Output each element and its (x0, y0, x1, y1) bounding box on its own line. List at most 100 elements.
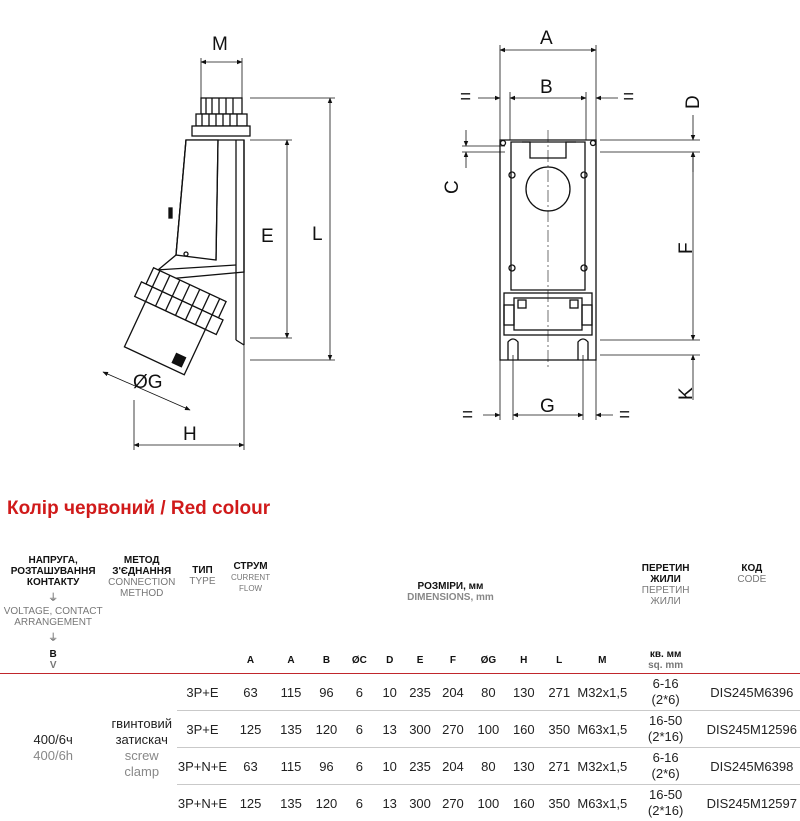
cell-type: 3P+N+E (177, 748, 228, 785)
header-voltage-ua: НАПРУГА, РОЗТАШУВАННЯ КОНТАКТУ (0, 555, 106, 588)
cell-section: 16-50 (2*16) (628, 785, 704, 821)
dim-label-eq-right-top: = (623, 87, 634, 108)
header-method-en: CONNECTION METHOD (106, 577, 177, 599)
unit-h: H (506, 647, 541, 674)
cell-f: 270 (435, 711, 470, 748)
cell-m: M32x1,5 (577, 674, 628, 711)
cell-g: 80 (471, 674, 506, 711)
header-code-en: CODE (704, 574, 800, 585)
header-type: ТИП TYPE (177, 553, 228, 647)
cell-h: 130 (506, 674, 541, 711)
cell-section-alt: (2*6) (628, 692, 704, 708)
cell-d: 13 (375, 785, 405, 821)
technical-drawing: M L E ØG H (0, 0, 800, 490)
cell-d: 10 (375, 674, 405, 711)
header-voltage-en: VOLTAGE, CONTACT ARRANGEMENT (0, 606, 106, 628)
cell-a: 115 (273, 674, 308, 711)
cell-e: 235 (405, 674, 435, 711)
cell-code: DIS245M6398 (704, 748, 800, 785)
cell-b: 96 (309, 748, 344, 785)
cell-m: M63x1,5 (577, 785, 628, 821)
header-method-ua: МЕТОД З'ЄДНАННЯ (106, 555, 177, 577)
cell-section-alt: (2*16) (628, 803, 704, 819)
header-dimensions: РОЗМІРИ, мм DIMENSIONS, mm (273, 553, 627, 647)
cell-e: 300 (405, 711, 435, 748)
cell-type: 3P+N+E (177, 785, 228, 821)
socket-collar (114, 266, 231, 380)
cell-c: 6 (344, 711, 374, 748)
cell-e: 235 (405, 748, 435, 785)
unit-m: M (577, 647, 628, 674)
unit-type (177, 647, 228, 674)
cell-g: 100 (471, 711, 506, 748)
dim-label-g: G (540, 396, 555, 417)
cell-section-range: 6-16 (628, 750, 704, 766)
unit-section-en: sq. mm (628, 660, 704, 671)
cell-section: 16-50 (2*16) (628, 711, 704, 748)
cell-l: 271 (542, 748, 577, 785)
dim-label-a: A (540, 28, 553, 49)
cell-type: 3P+E (177, 711, 228, 748)
cell-c: 6 (344, 748, 374, 785)
cell-a: 135 (273, 785, 308, 821)
unit-method (106, 647, 177, 674)
header-dimensions-ua: РОЗМІРИ, мм (273, 581, 627, 592)
earth-icon: ⏚ (48, 589, 58, 604)
cell-current: 63 (228, 748, 274, 785)
cell-section-alt: (2*6) (628, 766, 704, 782)
unit-voltage-en: V (0, 660, 106, 671)
header-dimensions-en: DIMENSIONS, mm (273, 592, 627, 603)
dim-label-eq-left-bottom: = (462, 405, 473, 426)
dim-label-e: E (261, 226, 274, 247)
cell-c: 6 (344, 785, 374, 821)
cell-current: 63 (228, 674, 274, 711)
unit-l: L (542, 647, 577, 674)
unit-a: A (273, 647, 308, 674)
cell-code: DIS245M6396 (704, 674, 800, 711)
header-code: КОД CODE (704, 553, 800, 647)
cell-e: 300 (405, 785, 435, 821)
cell-g: 100 (471, 785, 506, 821)
dim-label-m: M (212, 34, 228, 55)
dim-label-b: B (540, 77, 553, 98)
colour-title: Колір червоний / Red colour (7, 498, 270, 520)
unit-current: A (228, 647, 274, 674)
cell-a: 135 (273, 711, 308, 748)
dim-label-d: D (683, 95, 704, 109)
cell-b: 120 (309, 785, 344, 821)
cell-type: 3P+E (177, 674, 228, 711)
cell-m: M63x1,5 (577, 711, 628, 748)
cell-l: 271 (542, 674, 577, 711)
spec-table: НАПРУГА, РОЗТАШУВАННЯ КОНТАКТУ ⏚ VOLTAGE… (0, 553, 800, 821)
dim-label-f: F (676, 242, 697, 254)
cell-d: 10 (375, 748, 405, 785)
unit-e: E (405, 647, 435, 674)
cell-section-range: 16-50 (628, 787, 704, 803)
cell-code: DIS245M12597 (704, 785, 800, 821)
earth-icon: ⏚ (48, 629, 58, 644)
cell-current: 125 (228, 711, 274, 748)
cell-m: M32x1,5 (577, 748, 628, 785)
cell-g: 80 (471, 748, 506, 785)
cell-c: 6 (344, 674, 374, 711)
cell-f: 270 (435, 785, 470, 821)
cell-code: DIS245M12596 (704, 711, 800, 748)
cell-section-alt: (2*16) (628, 729, 704, 745)
unit-b: B (309, 647, 344, 674)
cell-h: 160 (506, 785, 541, 821)
voltage-cell: 400/6ч 400/6h (0, 674, 106, 821)
dim-label-eq-left-top: = (460, 87, 471, 108)
header-section-ua-gray: ПЕРЕТИН ЖИЛИ (628, 585, 704, 607)
dim-label-l: L (312, 224, 323, 245)
header-type-ua: ТИП (177, 565, 228, 576)
connection-cell: гвинтовий затискач screw clamp (106, 674, 177, 821)
connection-en: screw clamp (106, 748, 177, 780)
table-row: 400/6ч 400/6h гвинтовий затискач screw c… (0, 674, 800, 711)
dim-label-h: H (183, 424, 197, 445)
cell-h: 160 (506, 711, 541, 748)
cell-l: 350 (542, 785, 577, 821)
header-type-en: TYPE (177, 576, 228, 587)
cell-current: 125 (228, 785, 274, 821)
unit-code (704, 647, 800, 674)
cell-section-range: 6-16 (628, 676, 704, 692)
